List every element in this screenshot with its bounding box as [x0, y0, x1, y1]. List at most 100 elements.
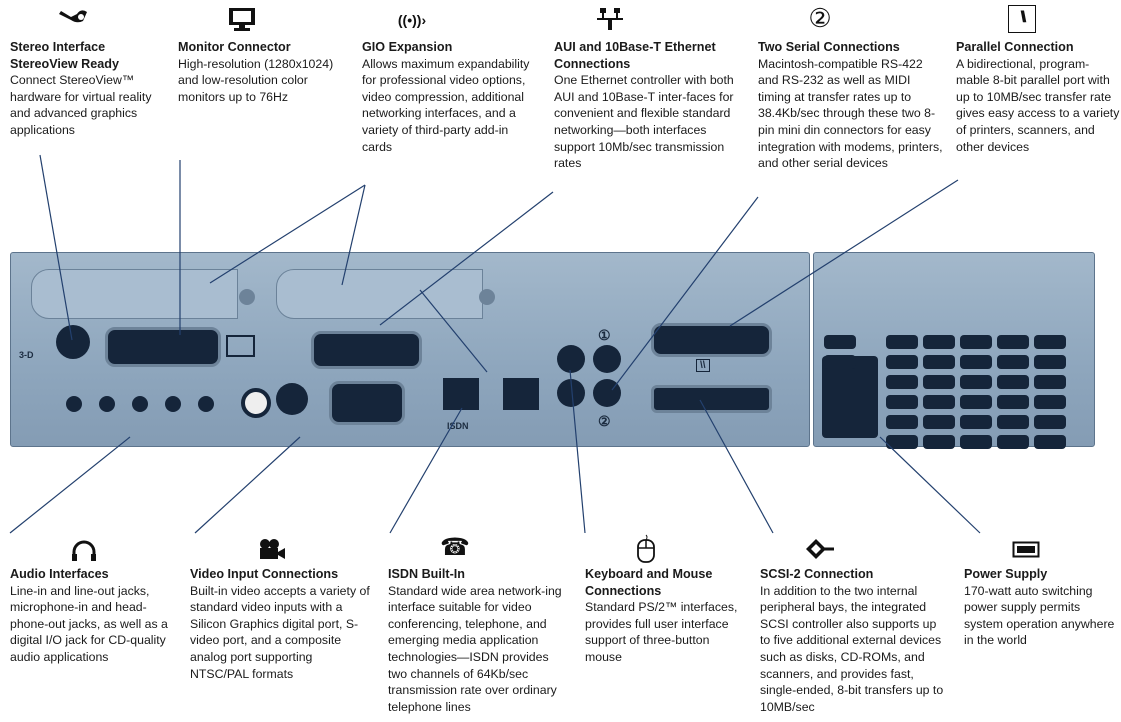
feature-isdn: ISDN Built-In Standard wide area network…	[388, 566, 568, 715]
feature-title: Two Serial Connections	[758, 40, 900, 54]
vent-slot	[997, 415, 1029, 429]
aui-port[interactable]	[311, 331, 422, 369]
feature-stereo-interface: Stereo Interface StereoView Ready Connec…	[10, 39, 170, 139]
vent-slot	[886, 395, 918, 409]
leader-line-scsi	[699, 399, 774, 534]
feature-video-input: Video Input Connections Built-in video a…	[190, 566, 370, 682]
vent-slot	[997, 435, 1029, 449]
feature-ethernet: AUI and 10Base-T Ethernet Connections On…	[554, 39, 744, 172]
stereo-glasses-icon	[54, 8, 94, 33]
feature-title: ISDN Built-In	[388, 567, 465, 581]
vent-slot	[886, 415, 918, 429]
vent-slot	[886, 355, 918, 369]
feature-subtitle: StereoView Ready	[10, 56, 119, 71]
monitor-port[interactable]	[105, 327, 221, 367]
feature-title: Video Input Connections	[190, 567, 339, 581]
vent-slot	[1034, 375, 1066, 389]
gio-slot-2	[276, 269, 483, 319]
vent-slot	[997, 375, 1029, 389]
screw	[479, 289, 495, 305]
s-video-port[interactable]	[276, 383, 308, 415]
feature-description: A bidirectional, program-mable 8-bit par…	[956, 56, 1120, 154]
parallel-icon: \\	[1008, 5, 1036, 33]
digital-audio-jack[interactable]	[198, 396, 214, 412]
leader-line-stereo	[39, 154, 73, 341]
leader-line-gio-2	[341, 184, 366, 286]
vent-slot	[997, 355, 1029, 369]
screw	[239, 289, 255, 305]
feature-gio-expansion: GIO Expansion Allows maximum expandabili…	[362, 39, 540, 155]
feature-description: Built-in video accepts a variety of stan…	[190, 583, 370, 681]
feature-title: GIO Expansion	[362, 40, 453, 54]
headphone-jack[interactable]	[66, 396, 82, 412]
monitor-port-icon	[226, 335, 255, 357]
stereo-port[interactable]	[56, 325, 90, 359]
leader-line-gio-1	[209, 184, 366, 284]
scsi-port[interactable]	[651, 385, 772, 413]
leader-line-serial	[611, 196, 759, 391]
feature-description: Standard wide area network-ing interface…	[388, 583, 562, 714]
ethernet-10baset-port[interactable]	[503, 378, 539, 410]
leader-line-aui	[379, 191, 554, 326]
feature-title: Audio Interfaces	[10, 567, 109, 581]
feature-monitor-connector: Monitor Connector High-resolution (1280x…	[178, 39, 348, 105]
feature-title: Power Supply	[964, 567, 1048, 581]
power-supply-panel	[813, 252, 1095, 449]
feature-description: Allows maximum expandability for profess…	[362, 56, 530, 154]
feature-title: Stereo Interface	[10, 40, 106, 54]
vent-slot	[960, 395, 992, 409]
vent-slot	[960, 375, 992, 389]
line-in-jack[interactable]	[132, 396, 148, 412]
vent-slot	[1034, 335, 1066, 349]
feature-title: SCSI-2 Connection	[760, 567, 874, 581]
digital-video-port[interactable]	[329, 381, 405, 425]
serial-two-icon: ②	[808, 3, 832, 33]
feature-parallel: Parallel Connection A bidirectional, pro…	[956, 39, 1121, 155]
power-inlet[interactable]	[822, 356, 878, 438]
vent-slot	[923, 335, 955, 349]
scsi-icon	[800, 538, 840, 565]
isdn-label: ISDN	[447, 421, 469, 431]
leader-line-isdn	[389, 407, 463, 534]
feature-description: Connect StereoView™ hardware for virtual…	[10, 73, 152, 137]
vent-slot	[1034, 435, 1066, 449]
vent-slot	[1034, 395, 1066, 409]
feature-audio-interfaces: Audio Interfaces Line-in and line-out ja…	[10, 566, 182, 666]
monitor-icon	[222, 6, 262, 37]
feature-keyboard-mouse: Keyboard and Mouse Connections Standard …	[585, 566, 745, 666]
telephone-icon: ☎	[440, 534, 470, 561]
feature-scsi: SCSI-2 Connection In addition to the two…	[760, 566, 945, 715]
leader-line-parallel	[729, 179, 959, 327]
feature-description: Macintosh-compatible RS-422 and RS-232 a…	[758, 56, 943, 171]
feature-description: One Ethernet controller with both AUI an…	[554, 73, 734, 171]
vent-slot	[923, 395, 955, 409]
vent-slot	[1034, 415, 1066, 429]
microphone-jack[interactable]	[99, 396, 115, 412]
leader-line-keyboard	[569, 369, 586, 534]
gio-slot-1	[31, 269, 238, 319]
feature-power-supply: Power Supply 170-watt auto switching pow…	[964, 566, 1121, 649]
vent-slot	[923, 435, 955, 449]
vent-slot	[960, 355, 992, 369]
serial-port-1[interactable]	[593, 345, 621, 373]
isdn-port[interactable]	[443, 378, 479, 410]
vent-slot	[886, 335, 918, 349]
io-panel: 3-D ISDN ① ② \\	[10, 252, 810, 447]
parallel-port[interactable]	[651, 323, 772, 357]
serial-1-label: ①	[598, 327, 611, 343]
leader-line-power	[879, 436, 981, 534]
feature-serial: Two Serial Connections Macintosh-compati…	[758, 39, 943, 172]
headphones-icon	[64, 540, 104, 567]
vent-slot	[960, 415, 992, 429]
mouse-port[interactable]	[557, 345, 585, 373]
leader-line-video	[194, 436, 301, 534]
feature-description: In addition to the two internal peripher…	[760, 583, 944, 714]
line-out-jack[interactable]	[165, 396, 181, 412]
composite-video-port[interactable]	[241, 388, 271, 418]
leader-line-10baset	[419, 289, 488, 373]
feature-title: AUI and 10Base-T Ethernet Connections	[554, 40, 716, 71]
vent-slot	[997, 335, 1029, 349]
vent-slot	[1034, 355, 1066, 369]
network-icon	[590, 6, 630, 37]
